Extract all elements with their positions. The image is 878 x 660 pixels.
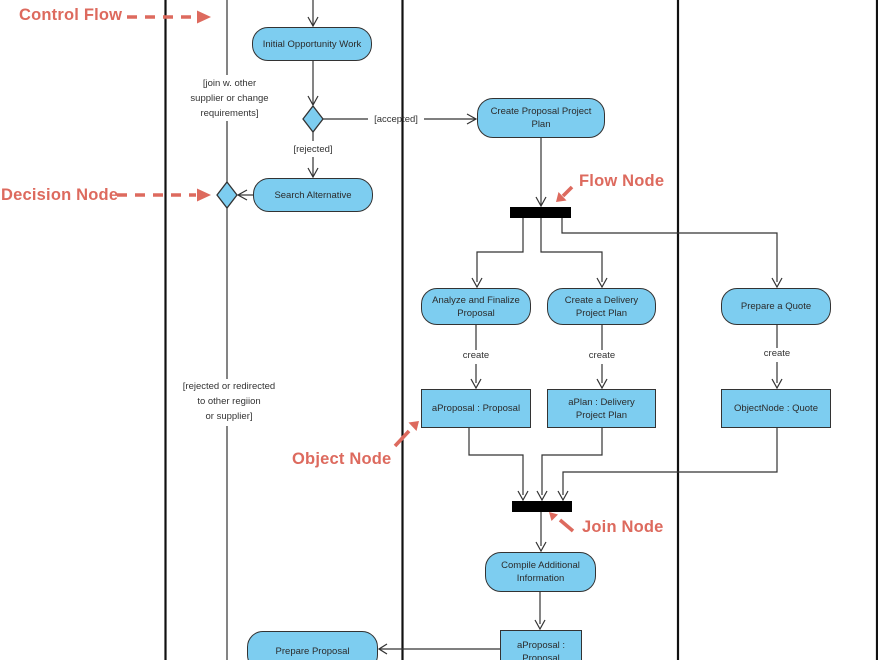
activity-label: Create Proposal Project Plan <box>490 106 592 130</box>
edge-accepted <box>323 113 478 125</box>
activity-compile-additional-information: Compile Additional Information <box>485 552 596 592</box>
object-node-label: aPlan : Delivery Project Plan <box>568 396 635 421</box>
guard-rejected-or-redirected: [rejected or redirected to other regiion… <box>168 379 290 424</box>
object-node-label: aProposal : Proposal <box>516 640 566 660</box>
edge-label-create: create <box>462 350 490 361</box>
annotation-object-node: Object Node <box>292 450 392 468</box>
activity-label: Prepare Proposal <box>275 645 350 657</box>
decision-node-annotation-arrow <box>117 188 211 202</box>
fork-bar-flow-node <box>510 207 571 218</box>
edge-aproposal-to-join <box>468 428 529 502</box>
activity-label: Prepare a Quote <box>740 301 812 312</box>
edge-create-plan-object <box>596 325 608 390</box>
annotation-control-flow: Control Flow <box>19 6 123 24</box>
edge-aplan-to-join <box>536 428 603 502</box>
activity-search-alternative: Search Alternative <box>253 178 373 212</box>
decision-diamond-accept-reject <box>302 104 324 134</box>
activity-label: Compile Additional Information <box>501 560 580 584</box>
guard-line: [join w. other <box>202 78 257 89</box>
annotation-join-node: Join Node <box>582 518 664 536</box>
guard-join-with-other-supplier: [join w. other supplier or change requir… <box>172 76 287 121</box>
join-bar-join-node <box>512 501 572 512</box>
object-node-label: aProposal : Proposal <box>431 403 521 414</box>
guard-rejected: [rejected] <box>293 144 333 155</box>
guard-line: requirements] <box>200 108 259 119</box>
edge-initial-to-decision <box>307 61 319 107</box>
edge-join-to-compile <box>535 512 547 553</box>
edge-aproposal-result-to-prepare-proposal <box>377 643 500 655</box>
object-node-annotation-arrow <box>393 421 419 448</box>
object-node-aproposal: aProposal : Proposal <box>421 389 531 428</box>
activity-label: Initial Opportunity Work <box>262 38 362 50</box>
activity-analyze-and-finalize-proposal: Analyze and Finalize Proposal <box>421 288 531 325</box>
control-flow-annotation-arrow <box>127 10 211 24</box>
annotation-flow-node: Flow Node <box>579 172 665 190</box>
edge-fork-to-delivery-plan <box>540 218 608 289</box>
object-node-quote: ObjectNode : Quote <box>721 389 831 428</box>
edge-rejected-to-search-alternative <box>307 132 319 179</box>
edge-label-create: create <box>763 348 791 359</box>
guard-line: or supplier] <box>205 411 253 422</box>
edge-search-alternative-to-decision-node <box>236 189 253 201</box>
activity-label: Analyze and Finalize Proposal <box>432 294 520 319</box>
object-node-label: ObjectNode : Quote <box>734 403 818 414</box>
edge-fork-to-prepare-quote <box>561 218 783 289</box>
object-node-aplan: aPlan : Delivery Project Plan <box>547 389 656 428</box>
edge-quote-to-join <box>557 428 778 502</box>
activity-label: Search Alternative <box>274 189 352 201</box>
edge-fork-to-analyze <box>471 218 524 289</box>
annotation-decision-node: Decision Node <box>1 186 119 204</box>
activity-label: Create a Delivery Project Plan <box>564 294 639 319</box>
guard-line: to other regiion <box>197 396 261 407</box>
edge-create-quote-object <box>771 325 783 390</box>
guard-line: supplier or change <box>190 93 269 104</box>
activity-prepare-a-quote: Prepare a Quote <box>721 288 831 325</box>
activity-initial-opportunity-work: Initial Opportunity Work <box>252 27 372 61</box>
object-node-aproposal-result: aProposal : Proposal <box>500 630 582 660</box>
edge-into-initial-opportunity-work <box>307 0 319 28</box>
activity-create-proposal-project-plan: Create Proposal Project Plan <box>477 98 605 138</box>
flow-node-annotation-arrow <box>556 185 574 202</box>
edge-cppp-to-fork <box>535 138 547 208</box>
activity-prepare-proposal: Prepare Proposal <box>247 631 378 660</box>
guard-accepted: [accepted] <box>374 114 418 125</box>
guard-line: [rejected or redirected <box>182 381 276 392</box>
activity-create-a-delivery-project-plan: Create a Delivery Project Plan <box>547 288 656 325</box>
edge-compile-to-aproposal-result <box>534 592 546 631</box>
decision-node-diamond <box>216 180 238 210</box>
edge-create-proposal-object <box>470 325 482 390</box>
join-node-annotation-arrow <box>549 512 575 533</box>
edge-label-create: create <box>588 350 616 361</box>
